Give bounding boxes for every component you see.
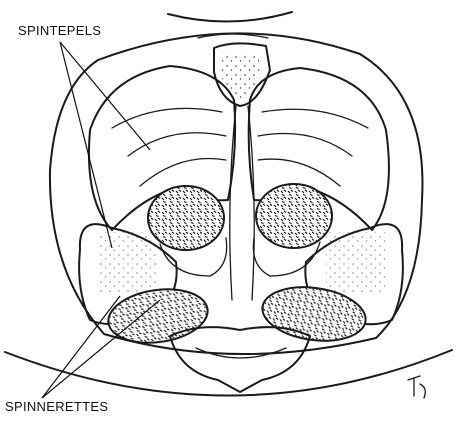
artist-signature — [408, 376, 425, 398]
left-anterior-spinnerette — [148, 186, 224, 250]
left-spintepel-fold-3 — [140, 158, 226, 186]
spintepels-label: SPINTEPELS — [18, 24, 101, 37]
left-spintepel-fold-2 — [128, 133, 226, 156]
right-anterior-spinnerette — [256, 184, 332, 248]
abdomen-top-curve — [168, 12, 292, 22]
left-shading — [98, 232, 158, 292]
right-spintepel-fold-1 — [262, 109, 368, 128]
posterior-median-lobe — [170, 327, 310, 392]
posterior-median-crease — [196, 348, 286, 358]
spinnerettes-label: SPINNERETTES — [5, 400, 108, 413]
spinnerettes-leader-1 — [42, 300, 160, 398]
right-spintepel-fold-2 — [258, 134, 352, 157]
anal-tubercle-stipple — [220, 52, 262, 98]
right-spintepel-fold-3 — [258, 159, 340, 186]
right-shading — [326, 232, 386, 292]
